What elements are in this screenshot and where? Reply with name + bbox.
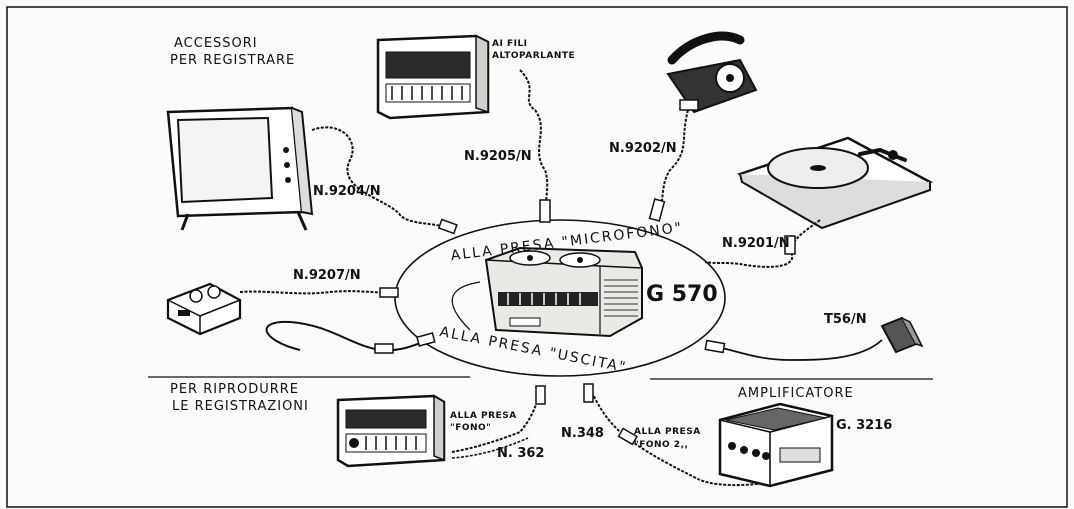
radio-cable <box>519 69 549 216</box>
amplifier-heading: AMPLIFICATORE <box>738 386 854 401</box>
phone-cable <box>657 109 689 216</box>
tv-cable <box>311 126 451 229</box>
television-icon <box>166 106 314 231</box>
pickup-icon <box>880 316 924 354</box>
code-amp-cable: N.348 <box>561 426 604 441</box>
code-radio: N.9205/N <box>464 149 532 164</box>
play-heading-line2: LE REGISTRAZIONI <box>172 399 309 414</box>
code-turntable: N.9201/N <box>722 236 790 251</box>
turntable-cable <box>704 219 821 268</box>
code-radio2: N. 362 <box>497 446 545 461</box>
record-heading-line2: PER REGISTRARE <box>170 53 296 68</box>
fono-note-line1: ALLA PRESA <box>450 411 517 421</box>
radio-icon <box>376 34 490 120</box>
mixer-icon <box>166 282 242 336</box>
tape-recorder-icon <box>484 246 643 338</box>
record-heading-line1: ACCESSORI <box>174 36 258 51</box>
fono2-note-line1: ALLA PRESA <box>634 427 701 437</box>
fono2-note-line2: "FONO 2,, <box>634 440 689 450</box>
amp-cable <box>589 387 791 487</box>
code-tv: N.9204/N <box>313 184 381 199</box>
telephone-icon <box>666 31 758 114</box>
frame <box>6 6 1068 508</box>
radio2-cable <box>451 391 541 453</box>
play-heading-line1: PER RIPRODURRE <box>170 382 299 397</box>
model-label: G 570 <box>646 282 718 307</box>
code-amplifier: G. 3216 <box>836 418 893 433</box>
speaker-wires-note-line1: AI FILI <box>492 39 528 49</box>
connection-ellipse <box>394 219 726 377</box>
speaker-wires-note-line2: ALTOPARLANTE <box>492 51 576 61</box>
amplifier-icon <box>718 402 834 488</box>
code-mixer: N.9207/N <box>293 268 361 283</box>
pickup-cable <box>721 339 883 361</box>
fono-note-line2: "FONO" <box>450 423 492 433</box>
code-phone: N.9202/N <box>609 141 677 156</box>
headphone-cable <box>265 320 429 352</box>
inner-arc <box>451 281 481 331</box>
turntable-icon <box>736 136 934 230</box>
mixer-cable <box>239 290 389 295</box>
radio-bottom-icon <box>336 394 446 468</box>
code-pickup: T56/N <box>824 312 867 327</box>
